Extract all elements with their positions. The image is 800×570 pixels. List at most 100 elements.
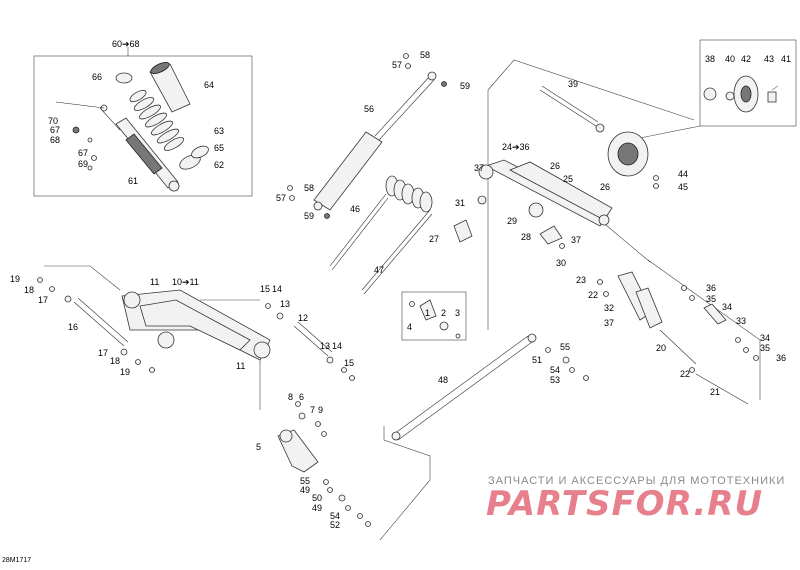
callout-10-11: 10➔11	[172, 277, 199, 287]
callout-15b: 15	[344, 358, 354, 368]
bump-stop	[149, 62, 191, 113]
front-arm	[477, 159, 613, 249]
stopper-strap	[659, 329, 749, 405]
callout-1: 1	[425, 308, 430, 318]
link-rod	[379, 333, 589, 541]
callout-55b: 55	[560, 342, 570, 352]
callout-26b: 26	[600, 182, 610, 192]
callout-56: 56	[364, 104, 374, 114]
callout-27: 27	[429, 234, 439, 244]
callout-54b: 54	[550, 365, 560, 375]
callout-11b: 11	[236, 361, 245, 371]
callout-5: 5	[256, 442, 261, 452]
callout-21: 21	[710, 387, 720, 397]
callout-42: 42	[741, 54, 751, 64]
callout-26a: 26	[550, 161, 560, 171]
callout-16: 16	[68, 322, 78, 332]
callout-2: 2	[441, 308, 446, 318]
callout-45: 45	[678, 182, 688, 192]
watermark-tagline: ЗАПЧАСТИ И АКСЕССУАРЫ ДЛЯ МОТОТЕХНИКИ	[488, 475, 786, 487]
callout-65: 65	[214, 143, 224, 153]
callout-55a: 55	[300, 476, 310, 486]
callout-37b: 37	[571, 235, 581, 245]
diagram-ref-code: 28M1717	[2, 557, 31, 564]
callout-53: 53	[550, 375, 560, 385]
spring-bushing	[453, 219, 473, 243]
callout-35b: 35	[760, 343, 770, 353]
callout-29: 29	[507, 216, 517, 226]
idler-axle	[539, 85, 605, 133]
callout-68: 68	[50, 135, 60, 145]
callout-23: 23	[576, 275, 586, 285]
callout-62: 62	[214, 160, 224, 170]
watermark-brand-logo: PARTSFOR.RU	[486, 484, 764, 524]
callout-58a: 58	[420, 50, 430, 60]
callout-60-68: 60➔68	[112, 39, 140, 49]
shock-spring	[129, 89, 185, 151]
shock-group-frame	[33, 47, 253, 197]
shock-hardware	[55, 101, 105, 171]
callout-59b: 59	[304, 211, 314, 221]
callout-7: 7	[310, 405, 315, 415]
callout-70: 70	[48, 116, 58, 126]
callout-34a: 34	[722, 302, 732, 312]
rear-arm-shaft	[37, 277, 355, 381]
callout-14a: 14	[272, 284, 282, 294]
callout-14b: 14	[332, 341, 342, 351]
callout-12: 12	[298, 313, 308, 323]
rocker-plates	[597, 259, 761, 400]
callout-28: 28	[521, 232, 531, 242]
rear-shock-absorber	[99, 104, 180, 192]
callout-67a: 67	[50, 125, 60, 135]
callout-67b: 67	[78, 148, 88, 158]
pivot-hardware	[323, 479, 371, 527]
callout-36b: 36	[776, 353, 786, 363]
callout-4: 4	[407, 322, 412, 332]
stopper-kit-box	[401, 291, 467, 341]
front-shock	[287, 53, 447, 219]
callout-22a: 22	[588, 290, 598, 300]
rear-arm-frame	[44, 265, 261, 410]
spring-retainer	[115, 72, 209, 170]
callout-69: 69	[78, 159, 88, 169]
callout-66: 66	[92, 72, 102, 82]
callout-15a: 15	[260, 284, 270, 294]
stopper-bracket	[277, 401, 327, 473]
callout-58b: 58	[304, 183, 314, 193]
callout-61: 61	[128, 176, 138, 186]
callout-20: 20	[656, 343, 666, 353]
callout-57b: 57	[276, 193, 286, 203]
callout-11a: 11	[150, 277, 159, 287]
callout-35a: 35	[706, 294, 716, 304]
idler-wheel-detail	[703, 75, 779, 113]
callout-57a: 57	[392, 60, 402, 70]
callout-37c: 37	[604, 318, 614, 328]
callout-13a: 13	[280, 299, 290, 309]
callout-41: 41	[781, 54, 791, 64]
callout-19b: 19	[120, 367, 130, 377]
idler-wheel	[607, 131, 659, 189]
callout-24-36: 24➔36	[502, 142, 530, 152]
callout-47: 47	[374, 265, 384, 275]
callout-33: 33	[736, 316, 746, 326]
callout-3: 3	[455, 308, 460, 318]
callout-31: 31	[455, 198, 465, 208]
callout-44: 44	[678, 169, 688, 179]
callout-39: 39	[568, 79, 578, 89]
callout-19a: 19	[10, 274, 20, 284]
callout-13b: 13	[320, 341, 330, 351]
callout-52: 52	[330, 520, 340, 530]
callout-25: 25	[563, 174, 573, 184]
callout-64: 64	[204, 80, 214, 90]
callout-9: 9	[318, 405, 323, 415]
callout-46: 46	[350, 204, 360, 214]
callout-22b: 22	[680, 369, 690, 379]
rear-arm	[121, 289, 271, 361]
callout-8: 8	[288, 392, 293, 402]
callout-17a: 17	[38, 295, 48, 305]
callout-36a: 36	[706, 283, 716, 293]
callout-51: 51	[532, 355, 542, 365]
callout-49a: 49	[300, 485, 310, 495]
